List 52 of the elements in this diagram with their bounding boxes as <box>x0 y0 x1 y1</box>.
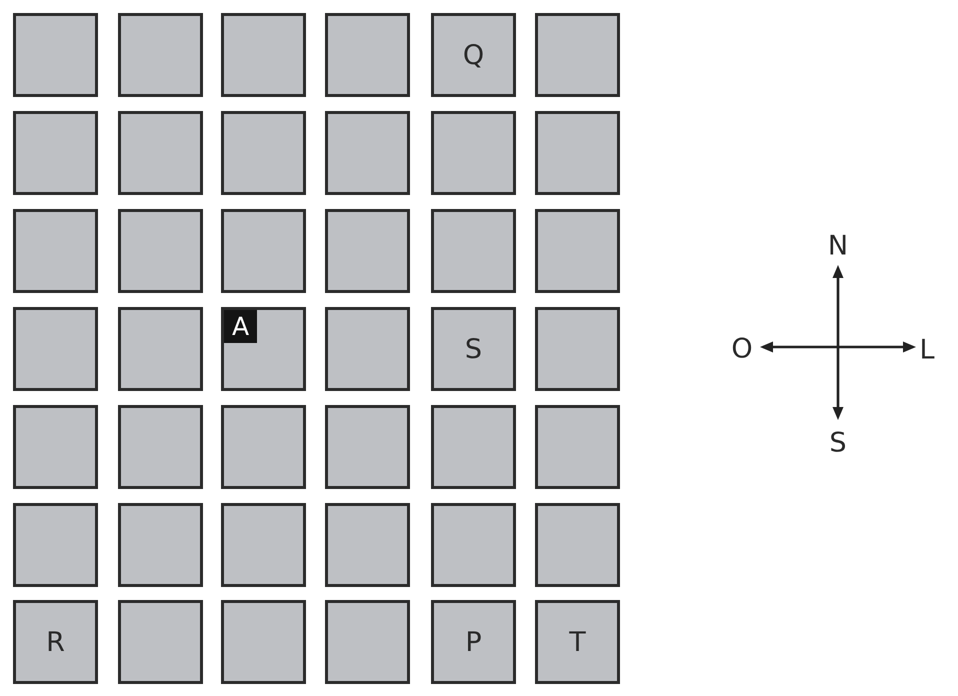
grid-tile <box>221 111 306 195</box>
grid-tile <box>325 209 410 293</box>
grid-tile <box>221 307 306 391</box>
grid-tile <box>325 405 410 489</box>
grid-tile <box>13 209 98 293</box>
grid-tile <box>118 307 203 391</box>
letter-tag: A <box>224 310 257 343</box>
grid-tile <box>221 405 306 489</box>
grid-tile <box>118 503 203 587</box>
grid-tile <box>13 111 98 195</box>
grid-tile <box>535 13 620 97</box>
grid-tile <box>325 111 410 195</box>
grid-tile <box>431 209 516 293</box>
grid-tile <box>13 405 98 489</box>
grid-tile <box>13 307 98 391</box>
grid-tile <box>431 503 516 587</box>
grid-tile <box>431 307 516 391</box>
grid-tile <box>118 209 203 293</box>
grid-tile <box>431 600 516 684</box>
grid-tile <box>535 405 620 489</box>
grid-tile <box>535 209 620 293</box>
grid-tile <box>431 405 516 489</box>
grid-tile <box>221 600 306 684</box>
grid-tile <box>221 503 306 587</box>
grid-tile <box>325 307 410 391</box>
grid-tile <box>535 307 620 391</box>
grid-tile <box>13 503 98 587</box>
compass-letter: N <box>828 232 848 260</box>
tile-letter: P <box>465 628 482 656</box>
grid-tile <box>431 111 516 195</box>
grid-tile <box>325 600 410 684</box>
tile-letter: R <box>46 628 65 656</box>
grid-tile <box>535 503 620 587</box>
grid-tile <box>535 111 620 195</box>
grid-tile <box>325 13 410 97</box>
grid-tile <box>118 600 203 684</box>
grid-tile <box>118 13 203 97</box>
tile-letter: T <box>569 628 586 656</box>
compass-letter: S <box>829 430 847 456</box>
tile-letter: S <box>464 336 482 362</box>
tile-letter: Q <box>462 42 484 68</box>
grid-tile <box>13 13 98 97</box>
grid-tile <box>535 600 620 684</box>
compass-letter: L <box>919 336 935 364</box>
grid-tile <box>221 209 306 293</box>
grid-tile <box>118 111 203 195</box>
compass-letter: O <box>731 336 753 362</box>
grid-tile <box>118 405 203 489</box>
grid-tile <box>221 13 306 97</box>
grid-tile <box>13 600 98 684</box>
grid-tile <box>325 503 410 587</box>
grid-tile <box>431 13 516 97</box>
